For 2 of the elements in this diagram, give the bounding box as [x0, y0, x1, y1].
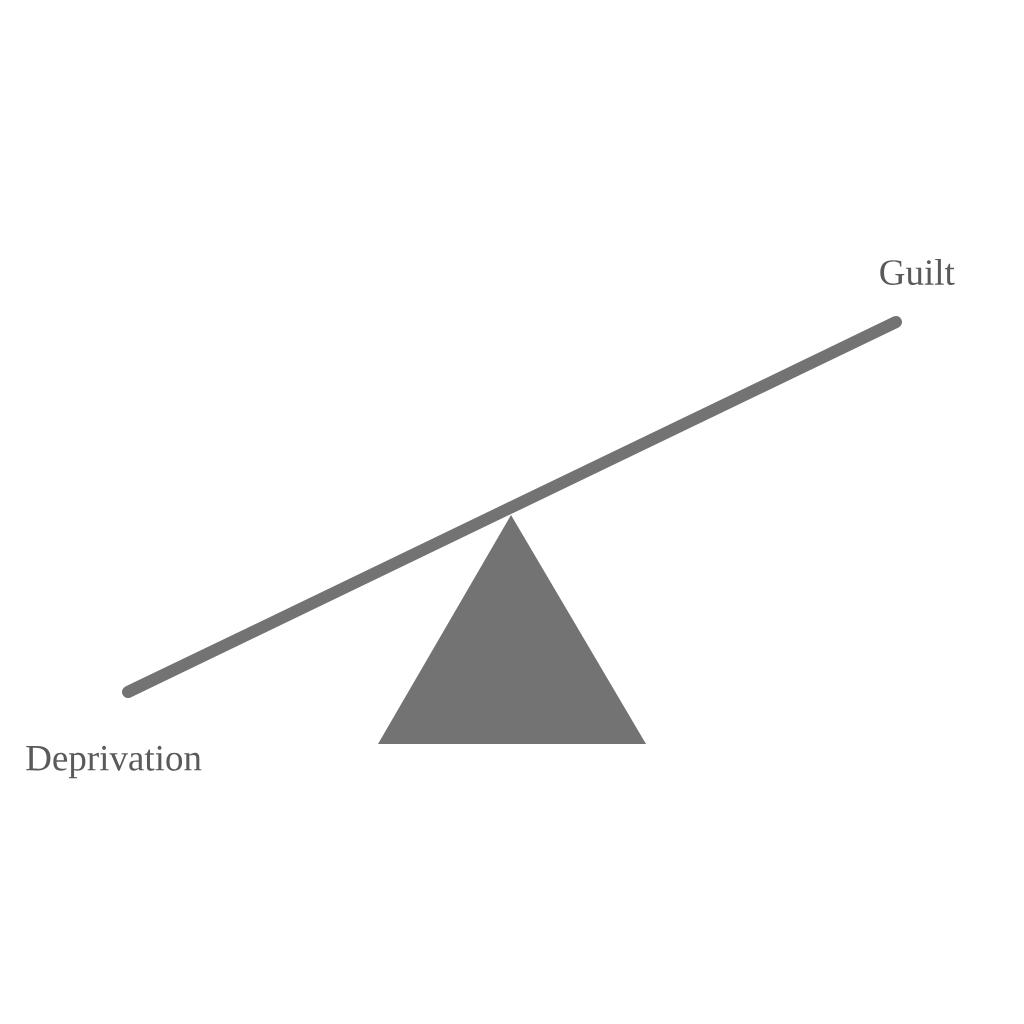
seesaw-label: Guilt: [880, 258, 955, 285]
seesaw-label: Deprivation: [26, 745, 202, 779]
